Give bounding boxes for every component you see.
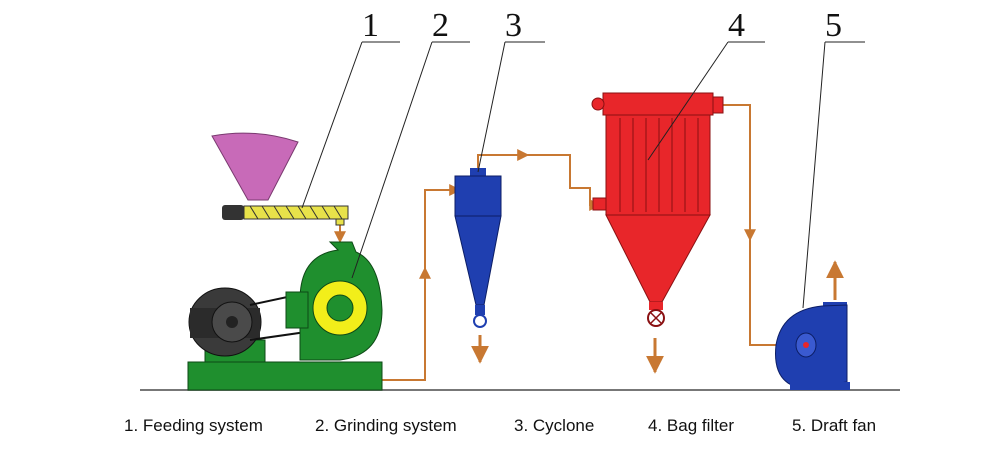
caption-cyclone: 3. Cyclone (514, 416, 595, 435)
filter-discharge (649, 302, 663, 310)
grinding-mill (285, 241, 383, 361)
callout-number-4: 4 (728, 7, 745, 44)
leader-line-4 (647, 41, 765, 161)
filter-outlet (712, 96, 724, 114)
feeding-system (211, 132, 349, 226)
draft-fan (775, 302, 850, 390)
filter-top (602, 92, 714, 116)
callout-number-2: 2 (432, 7, 449, 44)
cyclone-barrel (454, 175, 502, 217)
screw-flights (249, 205, 343, 220)
caption-feeding-system: 1. Feeding system (124, 416, 263, 435)
caption-bag-filter: 4. Bag filter (648, 416, 734, 435)
fan-base (790, 382, 850, 390)
pipe-mill-to-cyclone (382, 184, 462, 381)
filter-cleaning-valve (591, 97, 605, 111)
conveyor-outlet (335, 218, 345, 226)
cyclone-top-pipe (470, 168, 486, 178)
callout-number-5: 5 (825, 7, 842, 44)
leader-line-5 (802, 41, 865, 309)
cyclone-valve (473, 314, 487, 328)
leader-line-1 (301, 41, 400, 209)
screw-conveyor (243, 205, 349, 220)
pipe-filter-to-fan (720, 104, 795, 346)
pipe-network (334, 104, 844, 381)
grinding-system (187, 241, 383, 391)
machine-base (187, 361, 383, 391)
cyclone (454, 168, 502, 328)
filter-hopper (605, 214, 711, 303)
motor (188, 287, 262, 357)
filter-inlet (592, 197, 607, 211)
leader-line-3 (477, 41, 545, 173)
bag-filter (591, 92, 724, 327)
leader-line-2 (351, 41, 470, 279)
filter-bags (619, 118, 699, 212)
caption-draft-fan: 5. Draft fan (792, 416, 877, 435)
feed-hopper (211, 132, 299, 201)
cyclone-cone (454, 215, 502, 306)
filter-body (605, 114, 711, 216)
caption-grinding-system: 2. Grinding system (315, 416, 457, 435)
filter-valve-cross (650, 312, 662, 324)
leader-lines (301, 41, 865, 309)
callout-number-1: 1 (362, 7, 379, 44)
cyclone-outlet (475, 305, 485, 315)
callout-number-3: 3 (505, 7, 522, 44)
pipe-cyclone-to-filter (477, 154, 602, 211)
fan-hub (803, 342, 809, 348)
conveyor-motor (222, 205, 244, 220)
